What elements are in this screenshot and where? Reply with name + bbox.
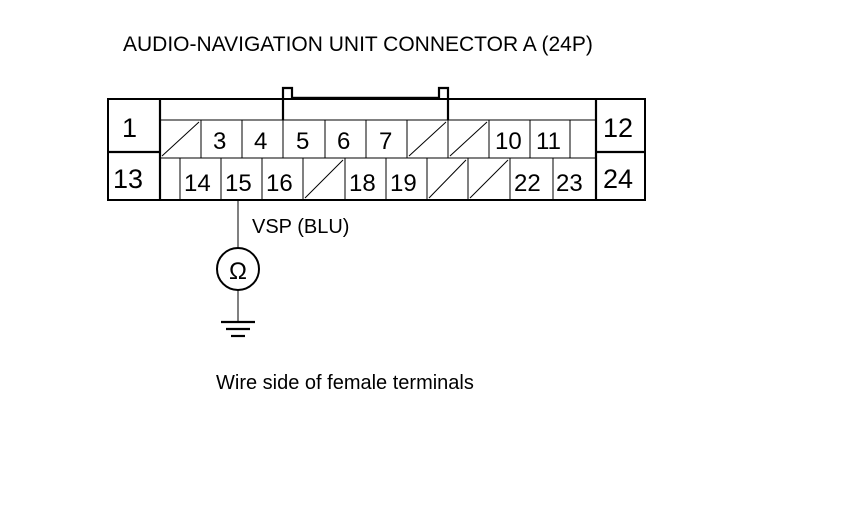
pin-1: 1 bbox=[122, 113, 137, 143]
pin-5: 5 bbox=[296, 128, 309, 155]
diagram-caption: Wire side of female terminals bbox=[216, 372, 474, 394]
pin-6: 6 bbox=[337, 128, 350, 155]
pin-13: 13 bbox=[113, 164, 143, 194]
connector-housing bbox=[107, 98, 646, 201]
pin-12: 12 bbox=[603, 113, 633, 143]
ohmmeter-icon: Ω bbox=[216, 247, 260, 291]
pin-15: 15 bbox=[225, 170, 252, 197]
bottom-row-empty-marks bbox=[304, 159, 509, 199]
top-row-empty-marks bbox=[161, 121, 488, 157]
pin-10: 10 bbox=[495, 128, 522, 155]
pin-14: 14 bbox=[184, 170, 211, 197]
pin-16: 16 bbox=[266, 170, 293, 197]
pin-4: 4 bbox=[254, 128, 267, 155]
pin-11: 11 bbox=[536, 128, 561, 155]
pin-19: 19 bbox=[390, 170, 417, 197]
top-row-dividers bbox=[200, 120, 571, 158]
connector-body: 1 3 4 5 6 7 10 11 12 13 14 15 16 18 19 2… bbox=[107, 86, 646, 201]
pin-23: 23 bbox=[556, 170, 583, 197]
wire-label: VSP (BLU) bbox=[252, 216, 349, 238]
pin-7: 7 bbox=[379, 128, 392, 155]
diagram-title: AUDIO-NAVIGATION UNIT CONNECTOR A (24P) bbox=[123, 33, 593, 56]
bottom-row-pins: 13 14 15 16 18 19 22 23 24 bbox=[113, 164, 633, 197]
ground-icon bbox=[221, 320, 255, 338]
pin-22: 22 bbox=[514, 170, 541, 197]
bottom-row-dividers bbox=[179, 158, 554, 200]
top-row-pins: 1 3 4 5 6 7 10 11 12 bbox=[122, 113, 633, 155]
ohm-symbol: Ω bbox=[229, 258, 247, 285]
pin-18: 18 bbox=[349, 170, 376, 197]
pin-3: 3 bbox=[213, 128, 226, 155]
pin-24: 24 bbox=[603, 164, 633, 194]
